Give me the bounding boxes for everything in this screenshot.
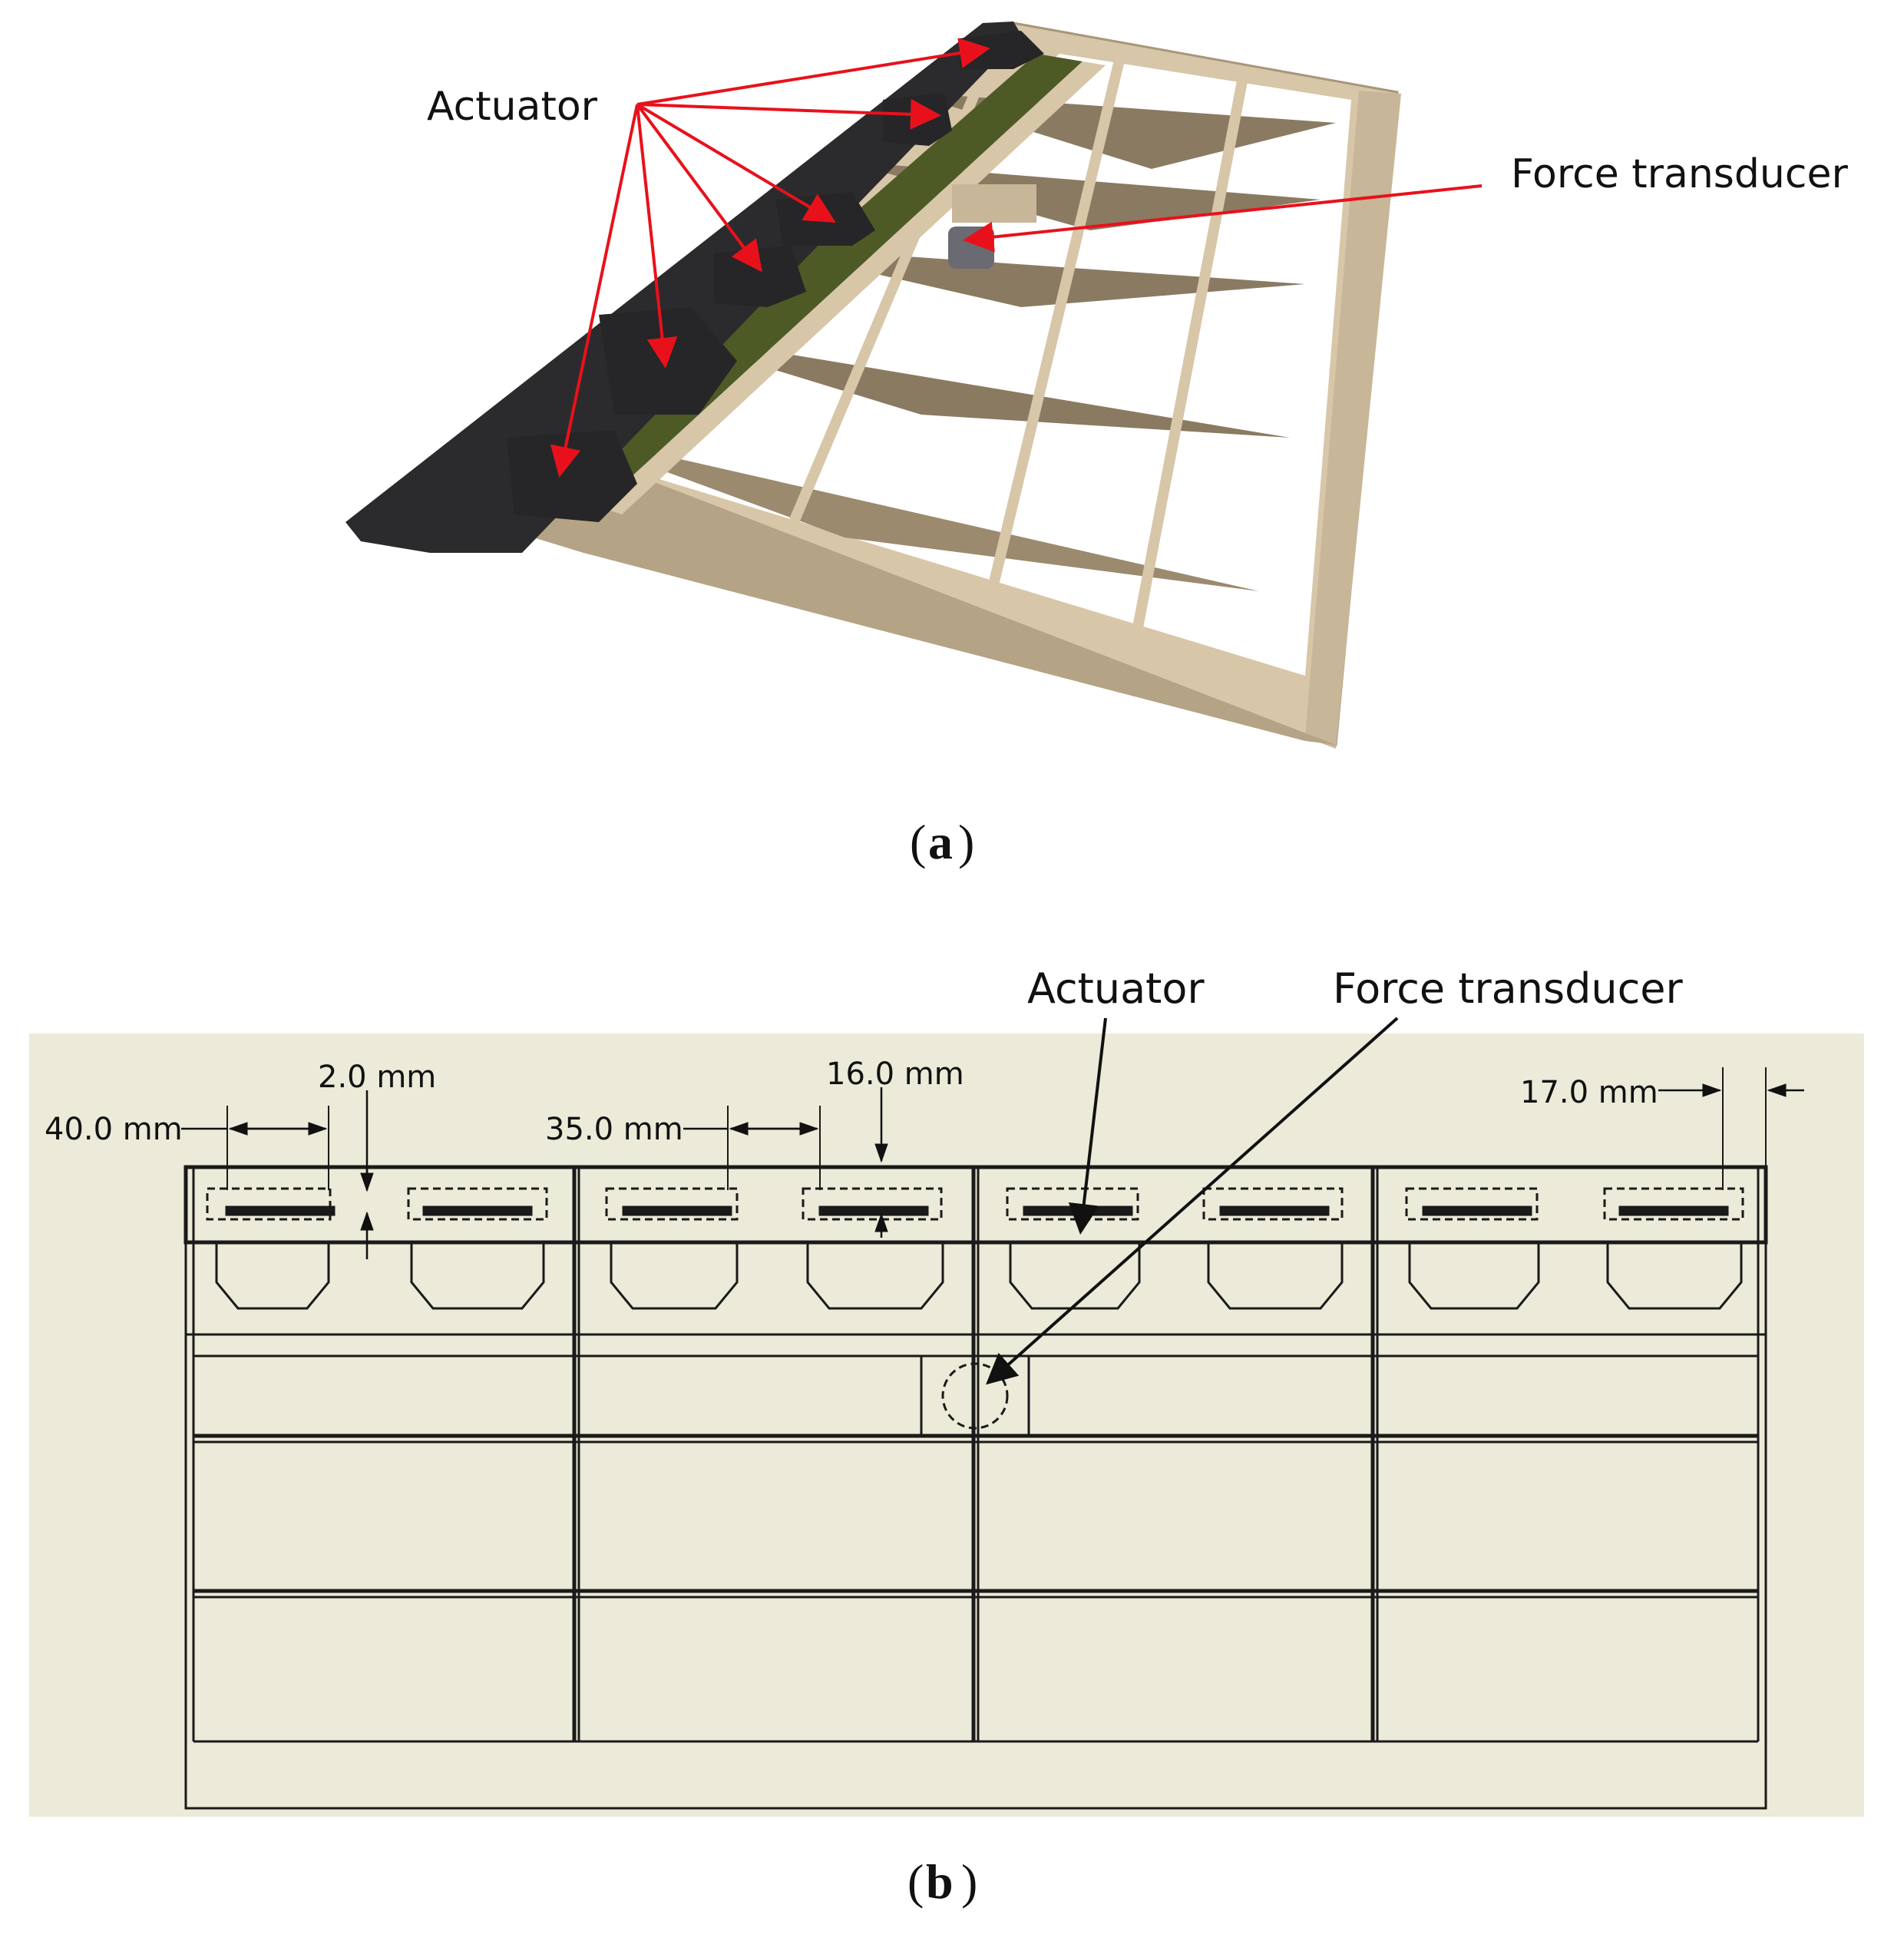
- force-transducer-body: [948, 227, 994, 269]
- actuator-label-a: Actuator: [427, 84, 598, 130]
- main-spar: [599, 61, 1106, 514]
- rib-5: [553, 430, 1259, 591]
- stringer-1: [977, 52, 1126, 631]
- actuator-arrow: [636, 103, 762, 273]
- actuator-arrow: [636, 104, 678, 369]
- dim-label-17: 17.0 mm: [1520, 1075, 1658, 1110]
- force-transducer-b: [941, 1362, 1009, 1430]
- actuator-label-b: Actuator: [1027, 964, 1205, 1013]
- actuator-unit: [1603, 1187, 1744, 1310]
- force-transducer-label-b: Force transducer: [1333, 964, 1684, 1013]
- svg-text:): ): [961, 1854, 977, 1909]
- force-transducer-arrow-b: [986, 1017, 1399, 1385]
- caption-letter-a: a: [928, 815, 953, 869]
- svg-text:(: (: [907, 1854, 924, 1909]
- force-transducer-arrow-a: [963, 184, 1483, 253]
- actuator-arrow-b: [1068, 1017, 1107, 1235]
- trailing-edge: [1305, 91, 1401, 749]
- actuator-unit: [802, 1187, 944, 1310]
- actuator-unit: [1202, 1187, 1344, 1310]
- rib-4: [645, 330, 1290, 438]
- actuator-unit: [407, 1187, 548, 1310]
- panel-a-wing-render: [345, 21, 1401, 749]
- caption-letter-b: b: [926, 1854, 954, 1909]
- actuator-unit: [206, 1187, 336, 1310]
- leading-edge: [345, 21, 1021, 553]
- actuator-arrow: [636, 38, 990, 106]
- dim-label-2: 2.0 mm: [318, 1060, 436, 1095]
- caption-b: ( b ): [907, 1854, 977, 1909]
- caption-a: ( a ): [910, 815, 974, 869]
- actuator-unit: [1405, 1187, 1540, 1310]
- drawing-background: [29, 1033, 1864, 1817]
- svg-text:): ): [958, 815, 974, 869]
- actuator-arrows-a: [550, 38, 990, 478]
- svg-text:(: (: [910, 815, 926, 869]
- dimension-arrows: [181, 1083, 1804, 1259]
- dim-label-35: 35.0 mm: [545, 1112, 683, 1147]
- stringer-2: [1123, 71, 1249, 677]
- actuator-arrow: [550, 104, 639, 478]
- actuator-unit: [605, 1187, 739, 1310]
- actuator-arrow: [636, 103, 836, 223]
- transducer-mount: [952, 184, 1036, 223]
- dim-label-40: 40.0 mm: [45, 1112, 183, 1147]
- root-rib: [453, 461, 1336, 745]
- actuator-arrow: [636, 98, 941, 130]
- dim-label-16: 16.0 mm: [826, 1057, 964, 1092]
- force-transducer-label-a: Force transducer: [1511, 151, 1848, 197]
- actuator-row-frame: [183, 1165, 1768, 1245]
- transducer-mount-b: [920, 1354, 1030, 1437]
